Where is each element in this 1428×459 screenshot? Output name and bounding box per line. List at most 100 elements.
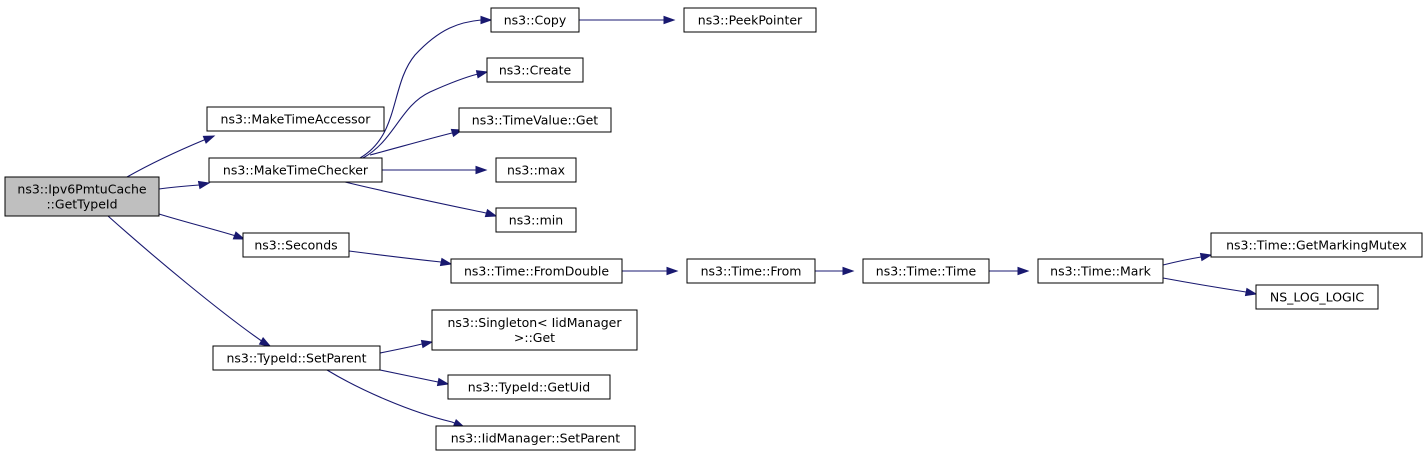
node-label: ns3::Singleton< IidManager	[447, 315, 622, 330]
node-box	[4, 176, 160, 217]
edge-arrowhead	[202, 135, 216, 144]
node-maketimechecker[interactable]: ns3::MakeTimeChecker	[208, 157, 383, 183]
node-label: ns3::Ipv6PmtuCache	[17, 182, 147, 197]
node-label: ns3::TypeId::GetUid	[468, 380, 590, 395]
edge-root-to-seconds	[158, 213, 246, 240]
edge-fromdouble-to-from	[622, 266, 679, 276]
node-label: ::GetTypeId	[46, 197, 117, 212]
node-getmarkingmutex[interactable]: ns3::Time::GetMarkingMutex	[1210, 232, 1423, 258]
node-max[interactable]: ns3::max	[495, 157, 577, 183]
edge-setparent-to-singletonget	[379, 339, 434, 354]
node-box	[1037, 258, 1164, 284]
node-box	[242, 232, 350, 258]
edge-copy-to-peekpointer	[579, 15, 676, 25]
edge-arrowhead	[842, 266, 855, 276]
edges-layer	[107, 15, 1258, 428]
node-label: ns3::IidManager::SetParent	[451, 431, 621, 446]
node-getuid[interactable]: ns3::TypeId::GetUid	[447, 374, 611, 400]
edge-arrowhead	[1199, 252, 1213, 262]
node-timevalueget[interactable]: ns3::TimeValue::Get	[458, 107, 612, 133]
edge-line	[326, 369, 465, 428]
edge-line	[362, 71, 488, 159]
node-fromdouble[interactable]: ns3::Time::FromDouble	[450, 258, 623, 284]
node-box	[490, 7, 580, 33]
edge-line	[158, 213, 245, 240]
node-label: ns3::Create	[499, 63, 572, 78]
node-label: ns3::Time::GetMarkingMutex	[1226, 238, 1407, 253]
node-singletonget[interactable]: ns3::Singleton< IidManager>::Get	[431, 309, 638, 351]
node-box	[447, 374, 611, 400]
edge-maketimechecker-to-max	[382, 165, 488, 175]
edge-mark-to-nsloglogic	[1162, 277, 1258, 297]
edge-arrowhead	[1017, 266, 1030, 276]
node-label: ns3::Time::FromDouble	[464, 264, 609, 279]
node-from[interactable]: ns3::Time::From	[686, 258, 816, 284]
node-label: ns3::PeekPointer	[698, 13, 803, 28]
edge-line	[126, 135, 215, 178]
node-setparent[interactable]: ns3::TypeId::SetParent	[212, 345, 381, 371]
node-seconds[interactable]: ns3::Seconds	[242, 232, 350, 258]
node-root[interactable]: ns3::Ipv6PmtuCache::GetTypeId	[4, 176, 160, 217]
node-box	[208, 157, 383, 183]
edge-maketimechecker-to-min	[344, 181, 498, 218]
edge-maketimechecker-to-copy	[359, 15, 493, 159]
node-box	[431, 309, 638, 351]
edge-from-to-time	[815, 266, 855, 276]
node-box	[686, 258, 816, 284]
node-box	[212, 345, 381, 371]
node-box	[862, 258, 990, 284]
edge-arrowhead	[475, 165, 488, 175]
node-box	[486, 57, 584, 83]
node-label: NS_LOG_LOGIC	[1270, 290, 1365, 305]
node-iidsetparent[interactable]: ns3::IidManager::SetParent	[435, 425, 636, 451]
edge-mark-to-getmarkingmutex	[1162, 252, 1213, 266]
node-box	[683, 7, 817, 33]
node-mark[interactable]: ns3::Time::Mark	[1037, 258, 1164, 284]
node-label: ns3::max	[507, 163, 565, 178]
edge-root-to-maketimechecker	[158, 180, 211, 190]
edge-arrowhead	[1244, 287, 1258, 297]
node-box	[495, 207, 577, 233]
edge-line	[1162, 277, 1257, 295]
node-label: ns3::Copy	[504, 13, 567, 28]
edge-arrowhead	[439, 257, 453, 267]
node-label: ns3::MakeTimeChecker	[223, 163, 369, 178]
edge-setparent-to-iidsetparent	[326, 369, 466, 428]
edge-arrowhead	[258, 337, 272, 347]
edge-time-to-mark	[989, 266, 1030, 276]
node-label: ns3::TimeValue::Get	[472, 113, 599, 128]
node-label: ns3::TypeId::SetParent	[226, 351, 366, 366]
edge-arrowhead	[197, 180, 211, 190]
node-label: ns3::Time::Mark	[1050, 264, 1151, 279]
node-time[interactable]: ns3::Time::Time	[862, 258, 990, 284]
edge-arrowhead	[420, 339, 434, 349]
node-box	[1255, 284, 1379, 310]
node-box	[458, 107, 612, 133]
edge-arrowhead	[666, 266, 679, 276]
node-label: ns3::Time::Time	[876, 264, 977, 279]
edge-maketimechecker-to-create	[362, 70, 489, 159]
edge-line	[107, 215, 271, 347]
edge-root-to-maketimeaccessor	[126, 135, 216, 178]
nodes-layer: ns3::Ipv6PmtuCache::GetTypeId ns3::MakeTi…	[4, 7, 1423, 451]
node-maketimeaccessor[interactable]: ns3::MakeTimeAccessor	[206, 106, 385, 132]
node-create[interactable]: ns3::Create	[486, 57, 584, 83]
node-min[interactable]: ns3::min	[495, 207, 577, 233]
edge-line	[359, 19, 491, 159]
node-nsloglogic[interactable]: NS_LOG_LOGIC	[1255, 284, 1379, 310]
edge-line	[369, 129, 463, 156]
edge-root-to-setparent	[107, 215, 272, 347]
node-peekpointer[interactable]: ns3::PeekPointer	[683, 7, 817, 33]
node-box	[1210, 232, 1423, 258]
edge-seconds-to-fromdouble	[348, 250, 453, 267]
node-box	[435, 425, 636, 451]
edge-arrowhead	[232, 231, 246, 240]
edge-arrowhead	[436, 377, 450, 387]
node-label: >::Get	[514, 330, 555, 345]
node-label: ns3::Time::From	[701, 264, 802, 279]
node-copy[interactable]: ns3::Copy	[490, 7, 580, 33]
node-label: ns3::min	[509, 213, 563, 228]
edge-line	[344, 181, 497, 217]
edge-arrowhead	[475, 70, 489, 79]
